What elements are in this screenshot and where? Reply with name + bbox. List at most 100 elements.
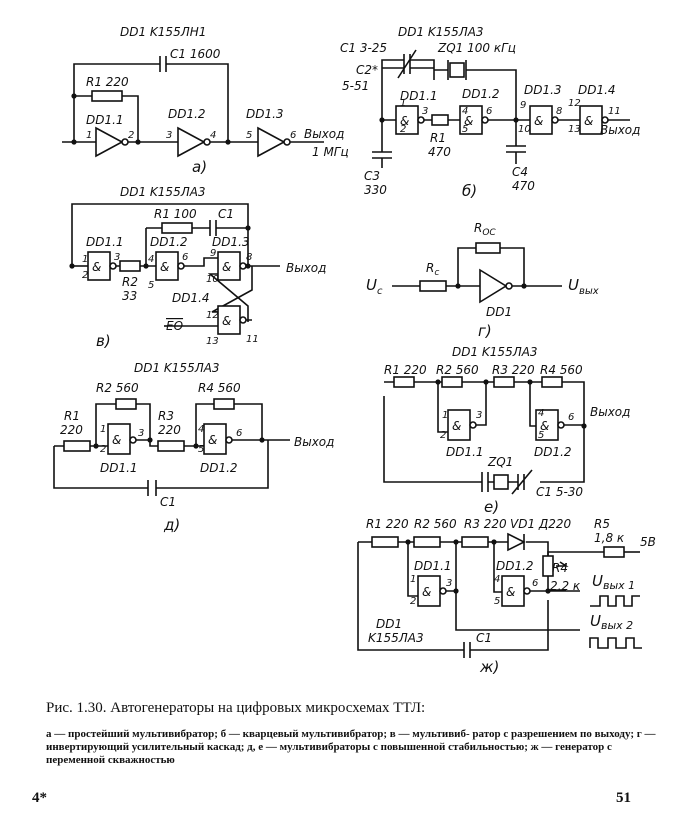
circuit-zh-r4-value: 2,2 к <box>550 579 581 593</box>
pin-label: 9 <box>210 248 216 259</box>
circuit-a-tag: а) <box>192 158 207 176</box>
schematics: DD1 K155ЛН1 C1 1600 R1 220 DD1.1 DD1.2 D… <box>53 25 656 676</box>
circuit-g-uc: Uс <box>366 276 383 297</box>
circuit-zh-c1: C1 <box>476 631 492 645</box>
circuit-e-zq1: ZQ1 <box>487 455 513 469</box>
circuit-b-c2-value: 5-51 <box>342 79 369 93</box>
pin-label: 6 <box>568 412 574 423</box>
svg-text:&: & <box>160 260 169 274</box>
circuit-v-header: DD1 K155ЛА3 <box>120 185 206 199</box>
pin-label: 1 <box>82 254 88 265</box>
circuit-e-tag: е) <box>484 498 499 516</box>
pin-label: 4 <box>198 424 204 435</box>
svg-text:&: & <box>92 260 101 274</box>
circuit-e-dd1-1: DD1.1 <box>446 445 484 459</box>
circuit-d-r1: R1 <box>64 409 80 423</box>
pin-label: 6 <box>236 428 242 439</box>
pin-label: 6 <box>290 130 296 141</box>
circuit-zh-uout2: Uвых 2 <box>590 612 633 632</box>
pin-label: 5 <box>148 280 154 291</box>
pin-label: 4 <box>210 130 216 141</box>
waveform-2 <box>589 637 642 649</box>
pin-label: 5 <box>198 444 204 455</box>
circuit-a-dd1-2: DD1.2 <box>168 107 206 121</box>
circuit-b-c3-value: 330 <box>364 183 387 197</box>
pin-label: 5 <box>462 124 468 135</box>
circuit-v-dd1-3: DD1.3 <box>212 235 250 249</box>
pin-label: 2 <box>400 124 406 135</box>
circuit-b-header: DD1 K155ЛА3 <box>398 25 484 39</box>
pin-label: 2 <box>128 130 134 141</box>
circuit-g-uout: Uвых <box>568 276 599 297</box>
circuit-zh-r4: R4 <box>552 561 568 575</box>
pin-label: 11 <box>608 106 621 117</box>
circuit-d-dd1-1: DD1.1 <box>100 461 138 475</box>
pin-label: 1 <box>442 410 448 421</box>
circuit-a: DD1 K155ЛН1 C1 1600 R1 220 DD1.1 DD1.2 D… <box>62 25 349 176</box>
pin-label: 13 <box>568 124 581 135</box>
circuit-e-c1: C1 5-30 <box>536 485 583 499</box>
circuit-a-r1: R1 220 <box>86 75 129 89</box>
circuit-e-dd1-2: DD1.2 <box>534 445 572 459</box>
circuit-zh-vd1: VD1 Д220 <box>510 517 572 531</box>
circuit-v-tag: в) <box>96 332 111 350</box>
pin-label: 4 <box>494 574 500 585</box>
circuit-b-dd1-2: DD1.2 <box>462 87 500 101</box>
circuit-zh-r5: R5 <box>594 517 610 531</box>
pin-label: 3 <box>446 578 452 589</box>
svg-text:&: & <box>422 585 431 599</box>
pin-label: 4 <box>148 254 154 265</box>
pin-label: 11 <box>246 334 259 345</box>
pin-label: 1 <box>86 130 92 141</box>
pin-label: 8 <box>556 106 562 117</box>
pin-label: 13 <box>206 336 219 347</box>
waveform-1 <box>590 595 640 607</box>
circuit-zh-r5-value: 1,8 к <box>594 531 625 545</box>
circuit-v-dd1-2: DD1.2 <box>150 235 188 249</box>
pin-label: 5 <box>246 130 252 141</box>
circuit-b-c3: C3 <box>364 169 380 183</box>
circuit-d-header: DD1 K155ЛА3 <box>134 361 220 375</box>
circuit-v: DD1 K155ЛА3 R1 100 C1 & R2 33 & & & DD1.… <box>69 185 326 350</box>
svg-text:&: & <box>222 314 231 328</box>
pin-label: 2 <box>410 596 416 607</box>
circuit-zh-r3: R3 220 <box>464 517 507 531</box>
circuit-g-rc: Rс <box>426 261 439 278</box>
circuit-g-dd1: DD1 <box>486 305 512 319</box>
circuit-e-r4: R4 560 <box>540 363 583 377</box>
circuit-zh: R1 220 R2 560 R3 220 VD1 Д220 R5 1,8 к 5… <box>357 517 656 676</box>
circuit-d-r4: R4 560 <box>198 381 241 395</box>
pin-label: 8 <box>246 252 252 263</box>
circuit-b: DD1 K155ЛА3 C1 3-25 ZQ1 100 кГц C2* 5-51… <box>340 25 640 200</box>
circuit-d: DD1 K155ЛА3 R2 560 R4 560 R1 220 C1 & R3… <box>53 361 334 534</box>
circuit-v-dd1-1: DD1.1 <box>86 235 124 249</box>
pin-label: 2 <box>440 430 446 441</box>
circuit-e-r2: R2 560 <box>436 363 479 377</box>
circuit-zh-dd1-1: DD1.1 <box>414 559 452 573</box>
circuit-v-c1: C1 <box>218 207 234 221</box>
circuit-e-r1: R1 220 <box>384 363 427 377</box>
circuit-g: RОС Rс Uс Uвых DD1 г) <box>366 221 599 340</box>
svg-text:&: & <box>112 433 121 447</box>
circuit-e: DD1 K155ЛА3 R1 220 R2 560 R3 220 R4 560 … <box>383 345 630 516</box>
circuit-b-output: Выход <box>600 123 640 137</box>
circuit-b-c1: C1 3-25 <box>340 41 387 55</box>
circuit-v-r2: R2 <box>122 275 138 289</box>
circuit-b-dd1-4: DD1.4 <box>578 83 616 97</box>
circuit-v-eo: EO <box>166 319 183 333</box>
page-number: 51 <box>616 790 631 806</box>
circuit-zh-uout1: Uвых 1 <box>592 572 635 592</box>
pin-label: 6 <box>486 106 492 117</box>
circuit-zh-dd1: DD1 <box>376 617 402 631</box>
pin-label: 6 <box>182 252 188 263</box>
circuit-b-c2: C2* <box>356 63 378 77</box>
circuit-zh-5v: 5В <box>640 535 656 549</box>
circuit-v-r2-value: 33 <box>122 289 137 303</box>
svg-text:&: & <box>452 419 461 433</box>
circuit-d-dd1-2: DD1.2 <box>200 461 238 475</box>
pin-label: 9 <box>520 100 526 111</box>
pin-label: 1 <box>100 424 106 435</box>
circuit-b-dd1-3: DD1.3 <box>524 83 562 97</box>
pin-label: 12 <box>206 310 219 321</box>
svg-text:&: & <box>400 114 409 128</box>
